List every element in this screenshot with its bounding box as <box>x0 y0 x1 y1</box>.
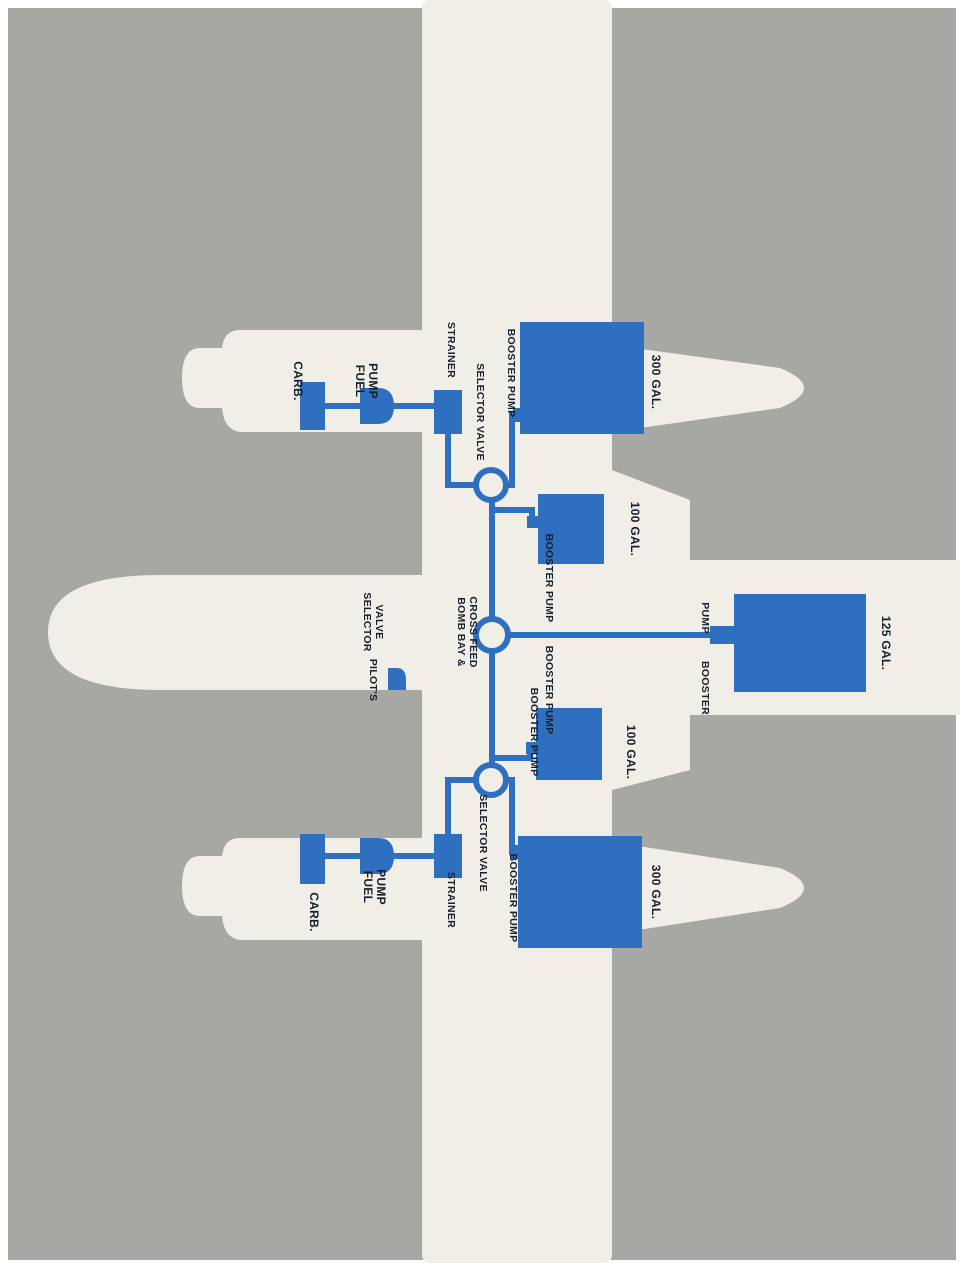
booster-pump-tank-100-lower <box>526 742 538 754</box>
label-booster-pump-upper-2: BOOSTER PUMP <box>543 534 555 623</box>
component-labels: CARB. FUEL PUMP STRAINER SELECTOR VALVE … <box>291 322 893 942</box>
upper-nacelle-boom <box>612 345 804 432</box>
label-tank-125: 125 GAL. <box>879 616 893 670</box>
label-booster-pump-center: BOOSTER PUMP <box>543 646 555 735</box>
pilots-selector-valve <box>388 668 406 690</box>
label-booster-pump-lower-2: BOOSTER PUMP <box>507 854 519 943</box>
label-valve: VALVE <box>373 605 385 640</box>
label-selector: SELECTOR <box>361 592 373 651</box>
fuel-components <box>300 322 866 948</box>
booster-pump-tank-125 <box>710 626 736 644</box>
line-valve-strainer-lower <box>445 777 476 842</box>
label-tank-100-lower: 100 GAL. <box>624 725 638 779</box>
tank-300-gal-upper <box>520 322 644 434</box>
lower-nacelle-boom <box>612 842 804 934</box>
label-tank-100-upper: 100 GAL. <box>628 502 642 556</box>
booster-pump-tank-100-upper <box>527 516 541 528</box>
carburetor-upper <box>300 382 325 430</box>
selector-valve-lower <box>473 762 509 798</box>
label-tank-300-lower: 300 GAL. <box>649 865 663 919</box>
label-fuel-lower: FUEL <box>361 871 375 904</box>
label-booster-pump-upper: BOOSTER PUMP <box>505 329 517 418</box>
label-booster-pump-lower: BOOSTER PUMP <box>528 688 540 777</box>
label-fuel-upper: FUEL <box>353 365 367 398</box>
tank-300-gal-lower <box>518 836 642 948</box>
tank-100-gal-lower <box>536 708 602 780</box>
booster-pump-tank-300-lower <box>510 845 520 859</box>
bomb-bay-cross-feed-valve <box>473 616 511 654</box>
label-pilots: PILOT'S <box>367 659 379 702</box>
label-pump-tank-125: PUMP <box>699 602 711 634</box>
selector-valve-upper <box>473 467 509 503</box>
fuel-pump-upper <box>360 388 394 424</box>
label-booster-tank-125: BOOSTER <box>699 661 711 715</box>
label-strainer-lower: STRAINER <box>445 872 457 928</box>
strainer-upper <box>434 390 462 434</box>
label-carb-lower: CARB. <box>307 892 321 932</box>
fuselage-nose <box>48 575 422 690</box>
carburetor-lower <box>300 834 325 884</box>
label-cross-feed: CROSS FEED <box>467 596 479 667</box>
strainer-lower <box>434 834 462 878</box>
label-pump-upper: PUMP <box>366 363 380 399</box>
fuel-pump-lower <box>360 838 394 874</box>
label-selector-valve-lower: SELECTOR VALVE <box>477 794 489 892</box>
airframe-silhouette <box>48 0 960 1263</box>
label-strainer-upper: STRAINER <box>445 322 457 378</box>
wing <box>422 0 612 1263</box>
tank-125-gal <box>734 594 866 692</box>
tank-100-gal-upper <box>538 494 604 564</box>
label-tank-300-upper: 300 GAL. <box>649 355 663 409</box>
booster-pump-tank-300-upper <box>513 408 523 422</box>
label-selector-valve-upper: SELECTOR VALVE <box>474 363 486 461</box>
label-bomb-bay: BOMB BAY & <box>455 597 467 667</box>
label-carb-upper: CARB. <box>291 361 305 401</box>
label-pump-lower: PUMP <box>374 869 388 905</box>
